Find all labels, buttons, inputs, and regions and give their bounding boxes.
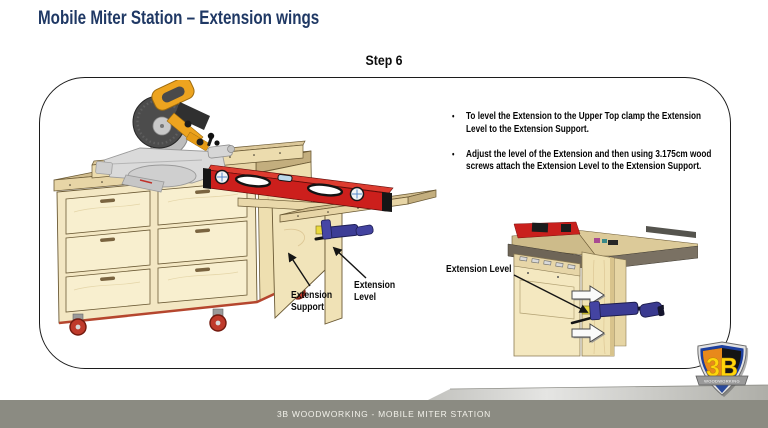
spirit-level [203, 164, 394, 212]
arrow-right-icon [571, 285, 606, 306]
bullet-marker [452, 148, 466, 174]
list-item: To level the Extension to the Upper Top … [452, 110, 714, 136]
arrow-right-icon [571, 323, 606, 344]
main-illustration [53, 80, 437, 336]
bullet-text: Adjust the level of the Extension and th… [466, 147, 712, 173]
bullet-marker [452, 110, 466, 136]
label-extension-level-detail: Extension Level [446, 263, 512, 275]
miter-saw [95, 80, 235, 193]
step-header: Step 6 [0, 52, 768, 70]
footer-swoosh [428, 384, 768, 400]
saw-handle [151, 80, 195, 111]
footer-bar: 3B WOODWORKING - MOBILE MITER STATION [0, 400, 768, 428]
instruction-list: To level the Extension to the Upper Top … [452, 110, 714, 185]
brand-logo: 3B WOODWORKING [695, 341, 749, 397]
leader-lines [288, 246, 367, 287]
label-extension-level: Extension Level [354, 279, 396, 303]
detail-tabletop [507, 221, 698, 271]
detail-illustration [507, 221, 698, 357]
logo-banner-text: WOODWORKING [704, 379, 740, 384]
detail-leader-arrow [513, 274, 589, 313]
clamp [314, 219, 374, 241]
slide-title: Mobile Miter Station – Extension wings [38, 8, 320, 29]
bullet-text: To level the Extension to the Upper Top … [466, 110, 702, 135]
step-label: Step 6 [365, 52, 403, 68]
list-item: Adjust the level of the Extension and th… [452, 148, 714, 174]
label-extension-support: Extension Support [291, 289, 333, 313]
footer-text: 3B WOODWORKING - MOBILE MITER STATION [276, 409, 491, 419]
